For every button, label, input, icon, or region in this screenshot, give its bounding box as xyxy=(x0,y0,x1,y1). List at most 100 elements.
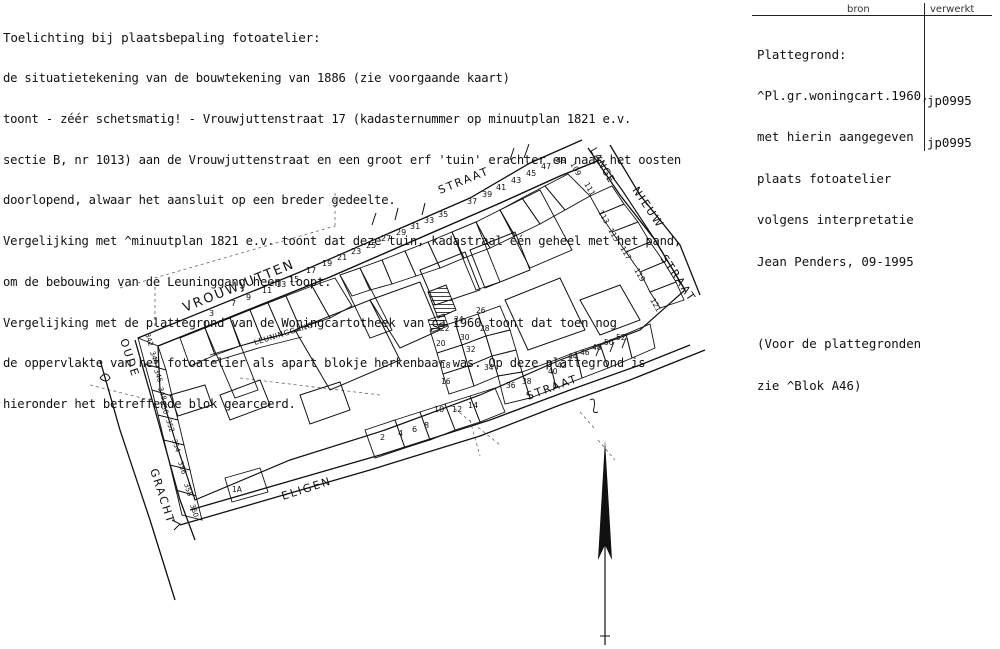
parcel-label: 1 xyxy=(203,320,208,329)
source-line: Plattegrond: xyxy=(757,46,847,62)
intro-line: doorlopend, alwaar het aansluit op een b… xyxy=(3,193,396,208)
house-number: 356 xyxy=(176,460,188,476)
intro-line: Vergelijking met de plattegrond van de W… xyxy=(3,315,617,330)
intro-line: toont - zéér schetsmatig! - Vrouwjuttens… xyxy=(3,111,632,126)
house-number: 14 xyxy=(468,401,478,410)
house-number: 17 xyxy=(306,266,316,275)
house-number: 342 xyxy=(143,332,155,347)
house-number: 37 xyxy=(467,197,477,206)
house-number: 119 xyxy=(632,267,647,284)
source-line: zie ^Blok A46) xyxy=(757,377,862,393)
house-number: 111 xyxy=(582,181,597,198)
leuninggang xyxy=(209,329,303,363)
processed-ref: jp0995 xyxy=(927,93,972,108)
house-number: 41 xyxy=(496,183,506,192)
street-edges xyxy=(99,139,706,601)
parcels-east xyxy=(589,185,685,309)
house-number: 42 xyxy=(557,361,567,370)
north-arrow-icon: N xyxy=(598,440,612,645)
house-number: 23 xyxy=(351,247,361,256)
house-number: 7 xyxy=(231,299,236,308)
house-number: 52 xyxy=(616,333,626,342)
source-line: Jean Penders, 09-1995 xyxy=(757,253,914,269)
label-nieuw: NIEUW xyxy=(630,184,667,231)
house-number: 35 xyxy=(438,210,448,219)
intro-line: de oppervlakte van het fotoatelier als a… xyxy=(3,356,646,371)
house-number: 28 xyxy=(480,324,490,333)
source-line: plaats fotoatelier xyxy=(757,170,892,186)
house-number: 12 xyxy=(452,405,462,414)
house-number: 9 xyxy=(246,293,251,302)
house-number: 24 xyxy=(454,315,464,324)
label-oude: OUDE xyxy=(117,337,142,379)
house-number: 358 xyxy=(182,482,194,497)
photo-studio-hatched xyxy=(427,284,457,319)
parcel-label: 1A xyxy=(232,485,243,494)
house-number: 48 xyxy=(592,343,602,352)
house-number: 38 xyxy=(522,377,532,386)
house-number: 32 xyxy=(466,345,476,354)
house-number: 113 xyxy=(596,209,611,226)
source-line: met hierin aangegeven xyxy=(757,129,914,145)
house-number: 348 xyxy=(156,386,168,401)
house-number: 34 xyxy=(484,363,494,372)
source-line: ^Pl.gr.woningcart.1960, xyxy=(757,87,929,103)
table-divider xyxy=(924,3,925,151)
source-line: (Voor de plattegronden xyxy=(757,336,922,352)
parcels-south xyxy=(224,387,506,503)
house-number: 8 xyxy=(424,421,429,430)
house-number: 10 xyxy=(434,405,444,414)
intro-line: de situatietekening van de bouwtekening … xyxy=(3,70,510,85)
house-number: 20 xyxy=(436,339,446,348)
house-number: 15 xyxy=(289,275,299,284)
house-number: 43 xyxy=(511,176,521,185)
house-number: 22 xyxy=(440,324,450,333)
central-buildings xyxy=(169,231,641,425)
house-numbers-bottom: 2 4 6 8 10 12 14 xyxy=(380,401,478,442)
house-numbers-top: 3 7 9 11 13 15 17 19 21 23 25 27 29 31 3… xyxy=(209,156,566,318)
label-leuninggang: LEUNINGGANG xyxy=(253,320,314,347)
parcels-inner xyxy=(429,305,656,405)
source-cell: Plattegrond: ^Pl.gr.woningcart.1960, met… xyxy=(757,20,929,420)
house-number: 27 xyxy=(381,234,391,243)
small-labels: 1A 1 xyxy=(203,320,243,494)
house-number: 350 xyxy=(158,400,170,415)
house-number: 354 xyxy=(170,438,182,454)
house-number: 50 xyxy=(604,338,614,347)
house-numbers-inner: 16 18 20 22 24 26 28 30 32 34 36 38 40 4… xyxy=(436,306,626,390)
table-rule xyxy=(752,15,992,16)
label-eligen: ELIGEN xyxy=(280,474,334,502)
block-outline xyxy=(157,159,686,501)
house-number: 31 xyxy=(410,222,420,231)
intro-line-title: Toelichting bij plaatsbepaling fotoateli… xyxy=(3,30,321,46)
house-number: 109 xyxy=(568,161,583,178)
intro-line: om de bebouwing van de Leuninggang heen … xyxy=(3,274,332,289)
house-number: 39 xyxy=(482,190,492,199)
house-number: 352 xyxy=(164,418,176,433)
header-bron: bron xyxy=(847,4,870,15)
house-number: 360 xyxy=(188,503,200,518)
house-number: 19 xyxy=(322,259,332,268)
label-lange: LANGE xyxy=(587,146,616,185)
house-number: 46 xyxy=(580,348,590,357)
house-number: 36 xyxy=(506,381,516,390)
processed-ref: jp0995 xyxy=(927,135,972,150)
house-number: 45 xyxy=(526,169,536,178)
house-number: 21 xyxy=(337,253,347,262)
house-number: 4 xyxy=(398,429,403,438)
house-number: 16 xyxy=(441,377,451,386)
house-number: 30 xyxy=(460,333,470,342)
house-number: 2 xyxy=(380,433,385,442)
house-number: 6 xyxy=(412,425,417,434)
house-number: 3 xyxy=(209,309,214,318)
intro-text: Toelichting bij plaatsbepaling fotoateli… xyxy=(3,4,748,425)
house-number: 25 xyxy=(366,241,376,250)
source-table: bron verwerkt Plattegrond: ^Pl.gr.woning… xyxy=(752,3,992,392)
house-number: 33 xyxy=(424,216,434,225)
house-number: 344 xyxy=(148,350,160,366)
label-straat-bottom: STRAAT xyxy=(525,372,580,403)
header-verwerkt: verwerkt xyxy=(930,4,975,15)
parcels-west xyxy=(137,337,203,521)
house-number: 47 xyxy=(541,162,551,171)
